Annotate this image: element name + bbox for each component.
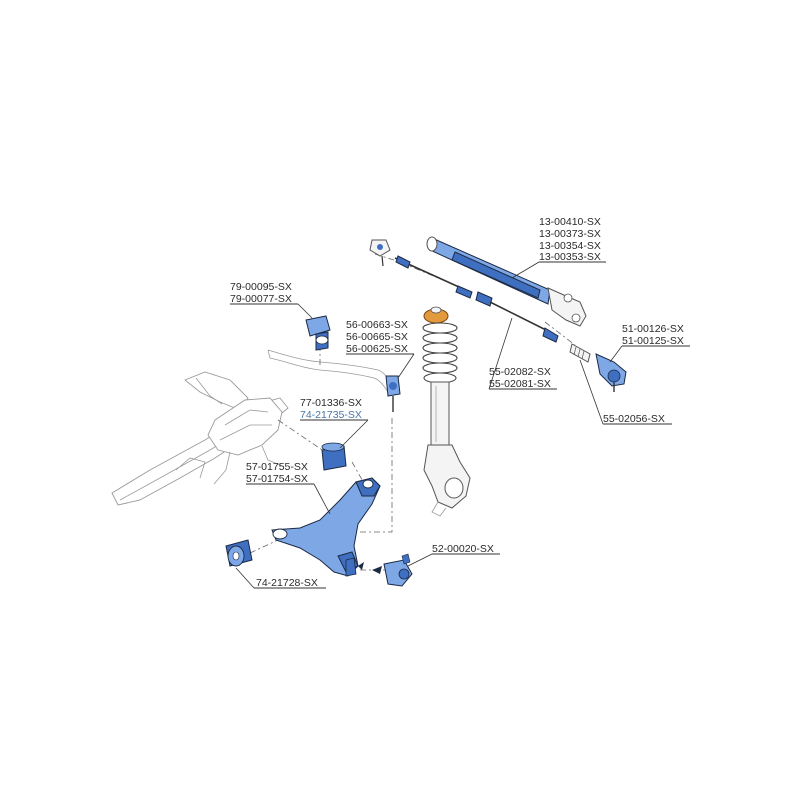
label-bush-front: 74-21728-SX: [256, 577, 318, 589]
label-link-3: 56-00625-SX: [346, 343, 408, 355]
subframe: [111, 371, 289, 506]
part-labels: 13-00410-SX 13-00373-SX 13-00354-SX 13-0…: [230, 216, 684, 589]
label-rack-4: 13-00353-SX: [539, 251, 601, 263]
ball-joint: [372, 553, 413, 587]
tie-rod-end: [595, 353, 627, 392]
stabilizer-link: [385, 375, 401, 412]
leader-lines: [230, 261, 690, 589]
assembly-lines: [249, 253, 576, 571]
label-bush-rear-2: 74-21735-SX: [300, 409, 362, 421]
label-tie-rod-2: 55-02081-SX: [489, 378, 551, 390]
stabilizer-mount: [305, 315, 331, 351]
label-tie-end-1: 51-00126-SX: [622, 323, 684, 335]
label-arm-2: 57-01754-SX: [246, 473, 308, 485]
label-ball-joint: 52-00020-SX: [432, 543, 494, 555]
front-bushing: [225, 539, 253, 567]
tie-rod-right: [475, 291, 559, 343]
label-rack-2: 13-00373-SX: [539, 228, 601, 240]
rear-bushing: [321, 442, 347, 471]
lower-control-arm: [271, 477, 381, 577]
steering-rack: [426, 236, 587, 327]
label-link-2: 56-00665-SX: [346, 331, 408, 343]
label-tie-rod-1: 55-02082-SX: [489, 366, 551, 378]
tie-rod-left: [369, 239, 473, 299]
label-link-1: 56-00663-SX: [346, 319, 408, 331]
label-rack-3: 13-00354-SX: [539, 240, 601, 252]
stabilizer-bar: [267, 349, 393, 393]
label-bush-rear-1: 77-01336-SX: [300, 397, 362, 409]
tie-rod-boot: [569, 343, 591, 363]
label-tie-end-2: 51-00125-SX: [622, 335, 684, 347]
label-boot: 55-02056-SX: [603, 413, 665, 425]
label-stab-mount-1: 79-00095-SX: [230, 281, 292, 293]
strut-assembly: [422, 306, 471, 517]
label-rack-1: 13-00410-SX: [539, 216, 601, 228]
label-arm-1: 57-01755-SX: [246, 461, 308, 473]
label-stab-mount-2: 79-00077-SX: [230, 293, 292, 305]
